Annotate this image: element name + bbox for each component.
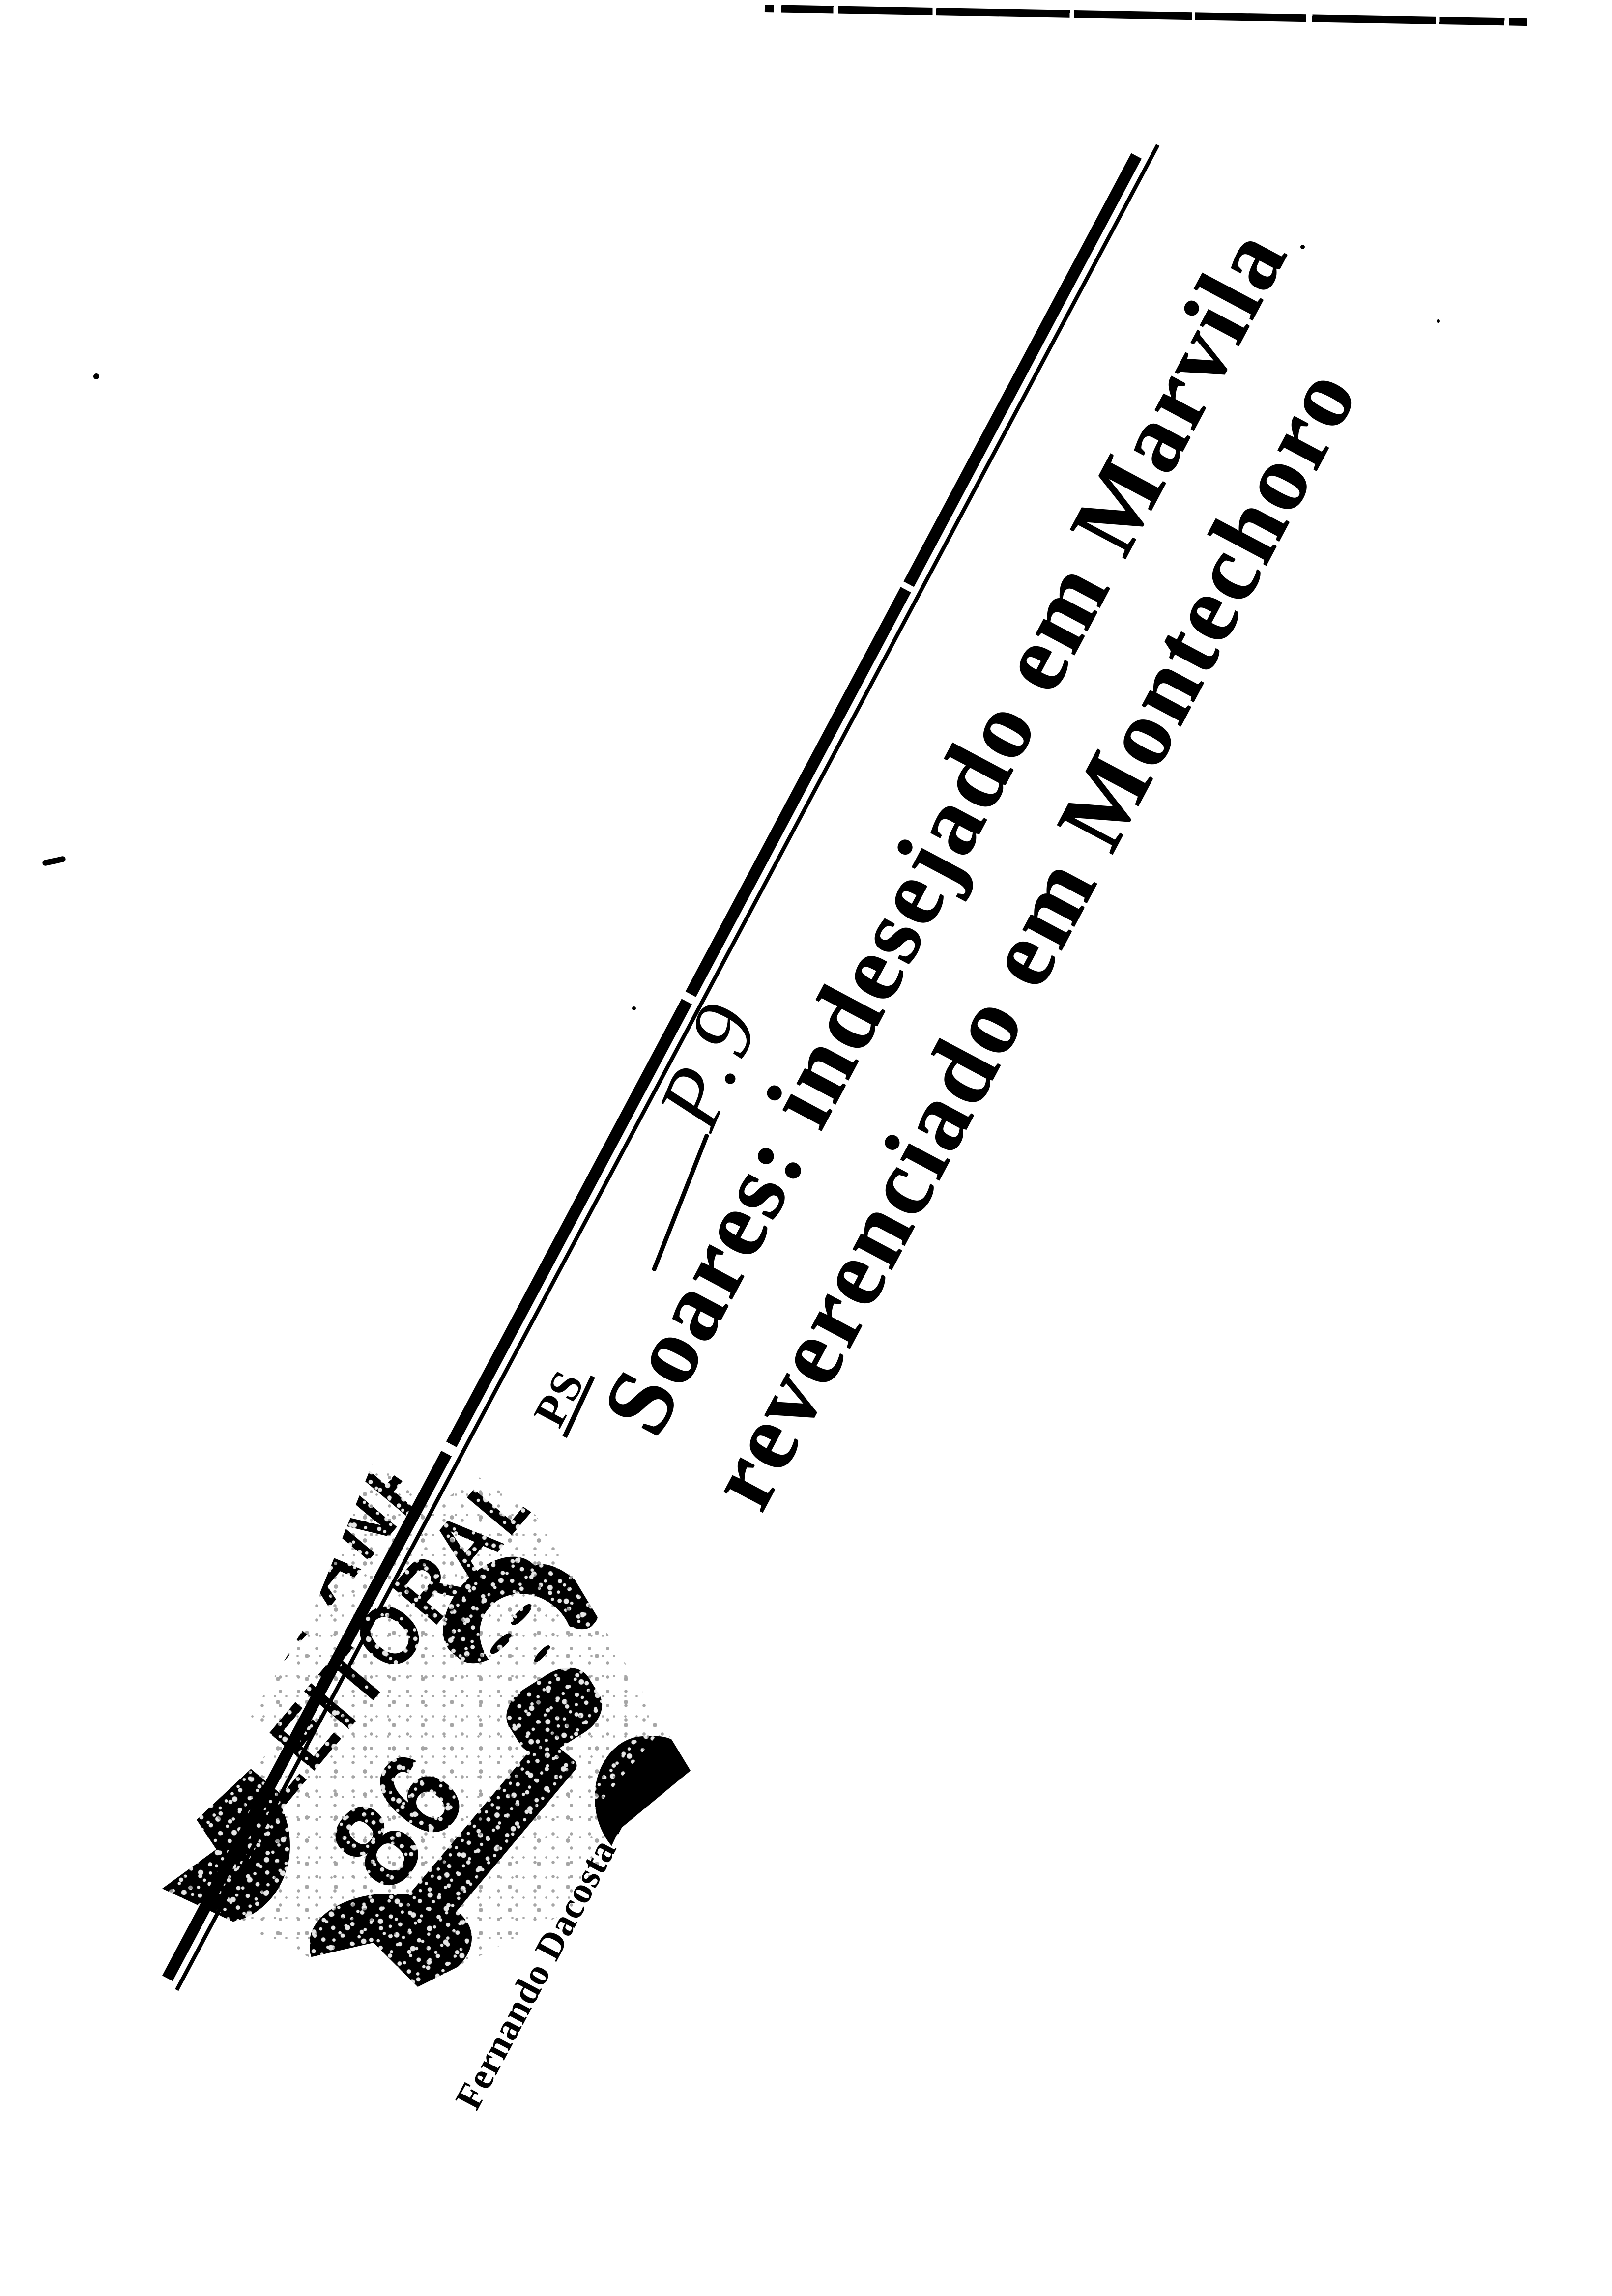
ink-speck bbox=[42, 856, 66, 866]
byline-end-mark: ■ bbox=[601, 1814, 630, 1839]
scan-edge-line bbox=[764, 5, 1527, 26]
ink-speck bbox=[1300, 245, 1305, 249]
ink-speck bbox=[93, 373, 99, 379]
headline-line-1: Soares: indesejado em Marvila bbox=[581, 211, 1308, 1451]
ink-speck bbox=[632, 1006, 636, 1010]
campaign-stamp-graphic: CAMPANHA ELEITORAL 86 bbox=[162, 1461, 691, 1987]
halftone-noise bbox=[162, 1461, 691, 1987]
ink-speck bbox=[1437, 319, 1440, 323]
headline-line-2: reverenciado em Montechoro bbox=[686, 349, 1379, 1525]
